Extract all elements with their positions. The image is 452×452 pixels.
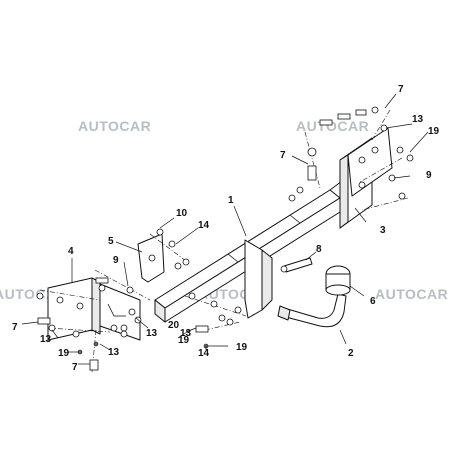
callout-7-left: 7 [12,322,18,333]
callout-9-left: 9 [113,255,119,266]
callout-19-left: 19 [58,348,70,359]
callout-19-center: 19 [178,335,190,346]
side-plate [137,233,165,283]
right-mounting-bracket [339,127,393,229]
callout-7-mid: 7 [280,150,286,161]
left-mounting-bracket [47,277,141,341]
watermark-top-right: AUTOCAR [296,118,369,134]
callout-numbers: 1 2 3 4 5 6 7 7 7 7 8 9 9 10 13 13 13 13… [12,84,440,373]
callout-19-bottom: 19 [236,342,248,353]
tow-ball [325,265,351,296]
callout-10: 10 [176,208,188,219]
callout-7-bottom-left: 7 [72,362,78,373]
callout-20: 20 [168,320,180,331]
callout-5: 5 [108,236,114,247]
watermark-mid-right: AUTOCAR [375,286,448,302]
callout-13-center: 13 [180,328,192,339]
fastener-hardware [36,106,414,371]
callout-8: 8 [316,244,322,255]
callout-19-top-right: 19 [428,126,440,137]
callout-13-center-left: 13 [146,328,158,339]
callout-2: 2 [348,348,354,359]
callout-3: 3 [380,225,386,236]
callout-1: 1 [228,195,234,206]
watermark-top-left: AUTOCAR [78,118,151,134]
callout-13-bottom: 13 [108,347,120,358]
callout-6: 6 [370,296,376,307]
callout-7-top-right: 7 [398,84,404,95]
callout-13-left: 13 [40,334,52,345]
callout-4: 4 [68,246,74,257]
callout-14-bottom: 14 [198,348,210,359]
assembly-axes [39,109,409,373]
tow-ball-neck [277,293,347,328]
callout-leaders [21,93,429,365]
callout-14-top: 14 [198,220,210,231]
locking-pin [280,257,313,273]
callout-13-top-right: 13 [412,114,424,125]
callout-9-right: 9 [426,170,432,181]
center-hanger-bracket [244,239,273,319]
